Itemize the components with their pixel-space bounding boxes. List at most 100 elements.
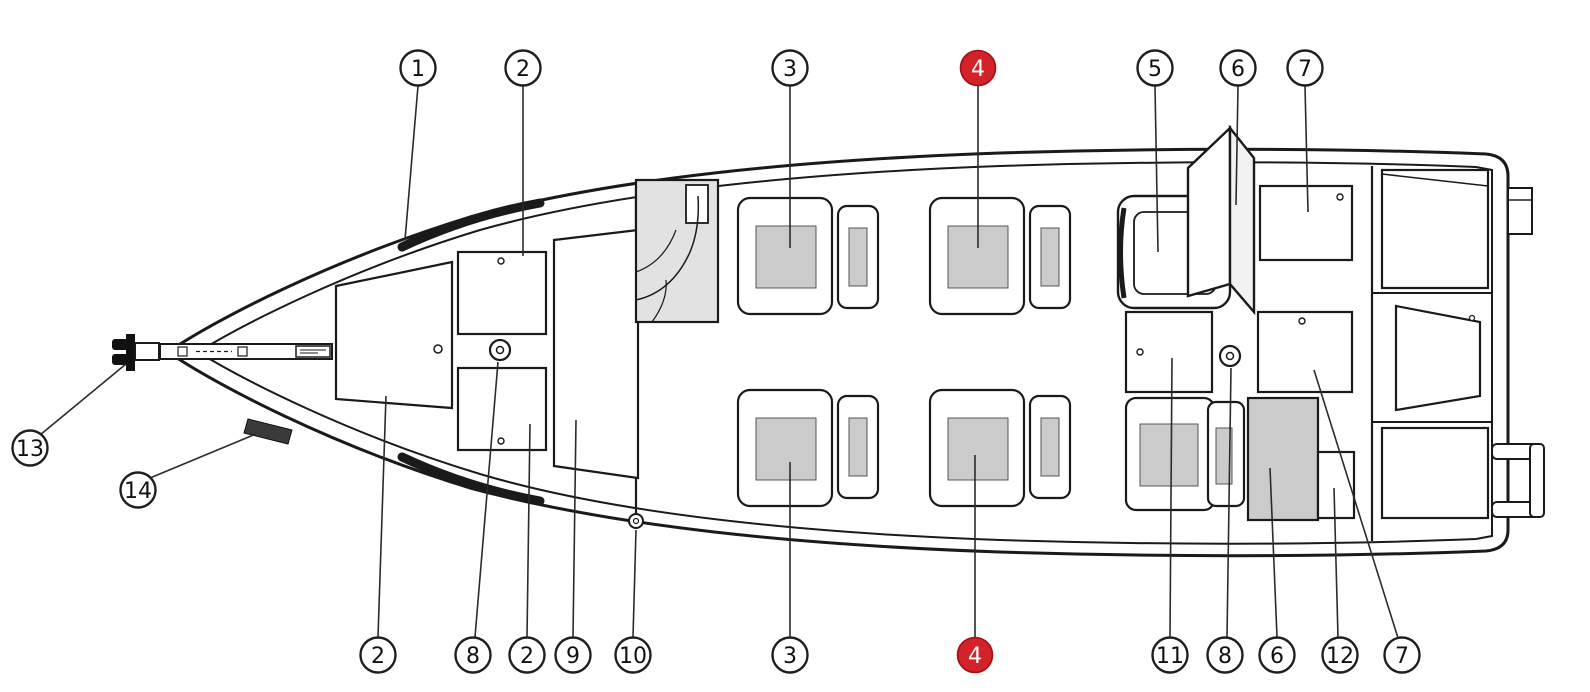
callout-1[interactable]: 1 (399, 49, 437, 241)
callout-8-right[interactable]: 8 (1206, 367, 1244, 674)
bow-roller-top (112, 339, 128, 350)
callout-9[interactable]: 9 (554, 419, 592, 674)
hatch-latch-dot (497, 437, 505, 445)
stern-hatch-middle (1256, 310, 1354, 394)
console-panel (685, 184, 709, 224)
backrest-pad (1040, 227, 1060, 287)
hatch-latch-dot (497, 257, 505, 265)
callout-4-bottom-label: 4 (968, 644, 982, 669)
deck-drain-center (632, 517, 640, 525)
callout-7-bottom[interactable]: 7 (1313, 369, 1421, 674)
callout-7-top-label: 7 (1298, 57, 1312, 82)
callout-6-top[interactable]: 6 (1219, 49, 1257, 206)
aft-small-locker (1316, 450, 1356, 520)
aft-seat (1124, 396, 1246, 512)
foredeck-hatch-small-bottom (456, 366, 548, 452)
beam-bolt (237, 346, 248, 357)
callout-3-bottom-label: 3 (783, 644, 797, 669)
callout-6-bottom-label: 6 (1270, 644, 1284, 669)
callout-2-bottom-left-label: 2 (371, 644, 385, 669)
hull-inner-line (196, 161, 1493, 545)
winch-body (134, 342, 160, 361)
callout-6-bottom[interactable]: 6 (1258, 467, 1296, 674)
callout-8-left[interactable]: 8 (454, 361, 499, 674)
trailer (112, 334, 333, 445)
callout-3-bottom[interactable]: 3 (771, 462, 809, 674)
deck-fitting (433, 344, 443, 354)
seat-cushion (755, 225, 817, 289)
callout-11-label: 11 (1156, 644, 1184, 669)
foredeck-hatches (334, 228, 640, 480)
walkthrough-door (1246, 396, 1320, 522)
console-seat-curve (651, 279, 667, 323)
callout-12-label: 12 (1326, 644, 1354, 669)
console-seat-curve (635, 195, 700, 301)
trailer-winch-post (112, 334, 160, 371)
callout-3-top-label: 3 (783, 57, 797, 82)
callout-6-top-label: 6 (1231, 57, 1245, 82)
beam-bolt (177, 346, 188, 357)
callout-2-top[interactable]: 2 (504, 49, 542, 257)
backrest-pad (848, 227, 868, 287)
callout-11[interactable]: 11 (1151, 357, 1189, 674)
bow-grab-rail-bottom (397, 452, 545, 506)
seat-cushion (1139, 423, 1199, 487)
locker-seam (1381, 173, 1489, 187)
callout-8-left-label: 8 (466, 644, 480, 669)
callout-7-top[interactable]: 7 (1286, 49, 1324, 213)
callout-5-label: 5 (1148, 57, 1162, 82)
stern-locker-top (1380, 168, 1490, 290)
callout-2-bottom-mid[interactable]: 2 (508, 423, 546, 674)
callout-2-bottom-left[interactable]: 2 (359, 395, 397, 674)
outboard-bracket (1507, 187, 1533, 235)
open-door-panel (1186, 124, 1256, 316)
backrest-pad (848, 417, 868, 477)
folding-seat-rear-left (736, 388, 880, 508)
callout-9-label: 9 (566, 644, 580, 669)
callout-13[interactable]: 13 (11, 363, 127, 467)
hatch-latch-dot (1298, 317, 1306, 325)
stern-locker-bottom (1380, 426, 1490, 520)
callout-2-top-label: 2 (516, 57, 530, 82)
callout-12[interactable]: 12 (1321, 487, 1359, 674)
hatch-latch-dot (1136, 348, 1144, 356)
callout-7-bottom-label: 7 (1395, 644, 1409, 669)
helm-console (634, 178, 720, 324)
callout-5[interactable]: 5 (1136, 49, 1174, 253)
beam-label-plate (295, 345, 331, 358)
fuel-filler-cap-aft-center (1225, 351, 1235, 361)
console-seat-edge (1118, 207, 1127, 299)
callout-10[interactable]: 10 (614, 529, 652, 674)
callout-1-label: 1 (411, 57, 425, 82)
fuel-filler-cap-bow-center (495, 345, 505, 355)
foredeck-hatch-small-top (456, 250, 548, 336)
hatch-latch-dot (1336, 193, 1344, 201)
callout-4-bottom[interactable]: 4 (956, 455, 994, 674)
foredeck-hatch-large-right (552, 228, 640, 480)
callout-13-label: 13 (16, 437, 44, 462)
swim-ladder (1491, 443, 1545, 518)
stern-lockers (1372, 168, 1492, 520)
folding-seat-front-left (736, 196, 880, 316)
folding-seat-rear-right (928, 388, 1072, 508)
callout-2-bottom-mid-label: 2 (520, 644, 534, 669)
callout-14[interactable]: 14 (119, 433, 257, 509)
folding-seat-front-right (928, 196, 1072, 316)
hull-support-pad (243, 418, 293, 445)
foredeck-hatch-large-left (334, 260, 454, 410)
stern-well (1394, 304, 1482, 412)
bow-roller-bottom (112, 354, 128, 365)
seat-cushion (947, 417, 1009, 481)
callout-4-top[interactable]: 4 (959, 49, 997, 249)
backrest-pad (1215, 427, 1233, 485)
backrest-pad (1040, 417, 1060, 477)
winch-upright (126, 334, 135, 371)
bow-grab-rail-top (397, 198, 545, 252)
hull-outer-line (165, 147, 1510, 558)
callout-8-right-label: 8 (1218, 644, 1232, 669)
callout-10-label: 10 (619, 644, 647, 669)
callout-14-label: 14 (124, 479, 152, 504)
callout-3-top[interactable]: 3 (771, 49, 809, 249)
